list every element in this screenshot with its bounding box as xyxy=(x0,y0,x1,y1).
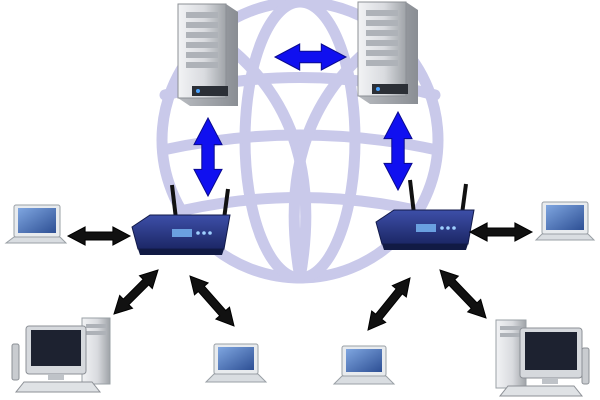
power-led-icon xyxy=(196,89,200,93)
router-panel xyxy=(172,229,192,237)
double-arrow-icon xyxy=(193,116,223,198)
double-arrow-icon xyxy=(383,110,413,192)
drive-bay xyxy=(366,60,398,66)
laptop-keyboard xyxy=(204,373,268,383)
drive-bay xyxy=(86,331,106,335)
laptop-screen xyxy=(218,347,254,370)
drive-bay xyxy=(366,30,398,36)
drive-bay xyxy=(366,10,398,16)
status-led-icon xyxy=(202,231,206,235)
drive-bay xyxy=(186,12,218,18)
keyboard xyxy=(14,381,102,393)
server-badge xyxy=(372,84,408,94)
router-base xyxy=(382,244,468,250)
laptop-screen xyxy=(546,205,584,230)
antenna-icon xyxy=(460,183,468,215)
antenna-icon xyxy=(408,179,416,215)
laptop-keyboard xyxy=(534,233,596,241)
laptop-keyboard xyxy=(332,375,396,385)
status-led-icon xyxy=(452,226,456,230)
drive-bay xyxy=(366,20,398,26)
desktop-right[interactable] xyxy=(495,319,590,397)
router-left[interactable] xyxy=(131,184,231,255)
double-arrow-icon xyxy=(113,269,159,315)
drive-bay xyxy=(186,42,218,48)
status-led-icon xyxy=(440,226,444,230)
double-arrow-icon xyxy=(66,226,132,246)
antenna-icon xyxy=(170,184,178,220)
drive-bay xyxy=(186,22,218,28)
server-front-panel xyxy=(357,1,407,97)
server-front-panel xyxy=(177,3,227,99)
laptop-far-left[interactable] xyxy=(4,204,68,244)
link-arrows xyxy=(66,43,534,331)
double-arrow-icon xyxy=(468,222,534,242)
drive-bay xyxy=(366,50,398,56)
double-arrow-icon xyxy=(273,43,348,71)
server-right[interactable] xyxy=(357,1,418,104)
status-led-icon xyxy=(208,231,212,235)
status-led-icon xyxy=(446,226,450,230)
antenna-icon xyxy=(222,188,230,220)
speaker-icon xyxy=(581,347,590,385)
router-base xyxy=(138,249,224,255)
server-badge xyxy=(192,86,228,96)
laptop-bottom-left[interactable] xyxy=(204,343,268,383)
speaker-icon xyxy=(11,343,20,381)
router-panel xyxy=(416,224,436,232)
laptop-screen xyxy=(18,208,56,233)
server-left[interactable] xyxy=(177,3,238,106)
double-arrow-icon xyxy=(189,275,235,327)
double-arrow-icon xyxy=(439,269,487,319)
status-led-icon xyxy=(196,231,200,235)
monitor-screen xyxy=(525,332,577,370)
drive-bay xyxy=(186,32,218,38)
desktop-left[interactable] xyxy=(11,317,111,393)
power-led-icon xyxy=(376,87,380,91)
laptop-far-right[interactable] xyxy=(534,201,596,241)
laptop-keyboard xyxy=(4,236,68,244)
monitor-stand xyxy=(48,374,64,380)
keyboard xyxy=(498,385,584,397)
laptop-screen xyxy=(346,349,382,372)
laptop-bottom-right[interactable] xyxy=(332,345,396,385)
router-right[interactable] xyxy=(375,179,475,250)
drive-bay xyxy=(366,40,398,46)
drive-bay xyxy=(86,324,106,328)
double-arrow-icon xyxy=(367,277,411,331)
monitor-stand xyxy=(542,378,558,384)
drive-bay xyxy=(500,326,522,330)
pc-tower xyxy=(81,317,111,385)
drive-bay xyxy=(186,62,218,68)
drive-bay xyxy=(186,52,218,58)
monitor-screen xyxy=(31,330,81,366)
drive-bay xyxy=(500,333,522,337)
